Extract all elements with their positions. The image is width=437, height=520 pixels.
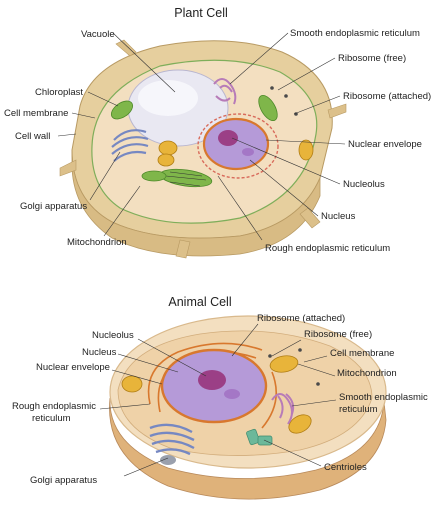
animal-label-smooth-er-2: reticulum xyxy=(339,404,378,415)
plant-label-cell-membrane: Cell membrane xyxy=(4,108,68,119)
animal-label-ribosome-free: Ribosome (free) xyxy=(304,329,372,340)
plant-chloroplast xyxy=(110,94,278,188)
plant-label-cell-wall: Cell wall xyxy=(15,131,50,142)
plant-label-mitochondrion: Mitochondrion xyxy=(67,237,127,248)
plant-label-nucleus: Nucleus xyxy=(321,211,356,222)
animal-label-nucleolus: Nucleolus xyxy=(92,330,134,341)
plant-label-chloroplast: Chloroplast xyxy=(35,87,83,98)
plant-label-nucleolus: Nucleolus xyxy=(343,179,385,190)
plant-mitochondrion xyxy=(157,139,314,167)
plant-rough-er xyxy=(197,113,279,179)
plant-label-smooth-er: Smooth endoplasmic reticulum xyxy=(290,28,420,39)
animal-label-rough-er-1: Rough endoplasmic xyxy=(12,401,96,412)
plant-leader-lines xyxy=(57,32,346,241)
animal-golgi xyxy=(149,423,195,456)
animal-smooth-er xyxy=(271,393,295,425)
plant-label-nuclear-envelope: Nuclear envelope xyxy=(348,139,422,150)
animal-nucleus xyxy=(160,348,268,424)
animal-cell: Animal Cell xyxy=(12,295,428,500)
plant-cell: Plant Cell xyxy=(4,6,431,259)
animal-cell-title: Animal Cell xyxy=(168,295,231,309)
animal-label-smooth-er-1: Smooth endoplasmic xyxy=(339,392,428,403)
animal-label-rough-er-2: reticulum xyxy=(32,413,71,424)
animal-label-golgi: Golgi apparatus xyxy=(30,475,97,486)
plant-golgi xyxy=(111,129,149,162)
animal-label-mitochondrion: Mitochondrion xyxy=(337,368,397,379)
plant-nucleus xyxy=(202,117,270,171)
animal-label-nucleus: Nucleus xyxy=(82,347,117,358)
plant-label-ribosome-attached: Ribosome (attached) xyxy=(343,91,431,102)
animal-label-ribosome-attached: Ribosome (attached) xyxy=(257,313,345,324)
animal-label-centrioles: Centrioles xyxy=(324,462,367,473)
animal-leader-lines xyxy=(99,323,337,477)
plant-cell-title: Plant Cell xyxy=(174,6,228,20)
animal-mitochondrion xyxy=(121,355,312,434)
plant-label-vacuole: Vacuole xyxy=(81,29,115,40)
animal-label-nuclear-envelope: Nuclear envelope xyxy=(36,362,110,373)
plant-label-rough-er: Rough endoplasmic reticulum xyxy=(265,243,390,254)
plant-label-ribosome-free: Ribosome (free) xyxy=(338,53,406,64)
animal-label-cell-membrane: Cell membrane xyxy=(330,348,394,359)
plant-label-golgi: Golgi apparatus xyxy=(20,201,87,212)
